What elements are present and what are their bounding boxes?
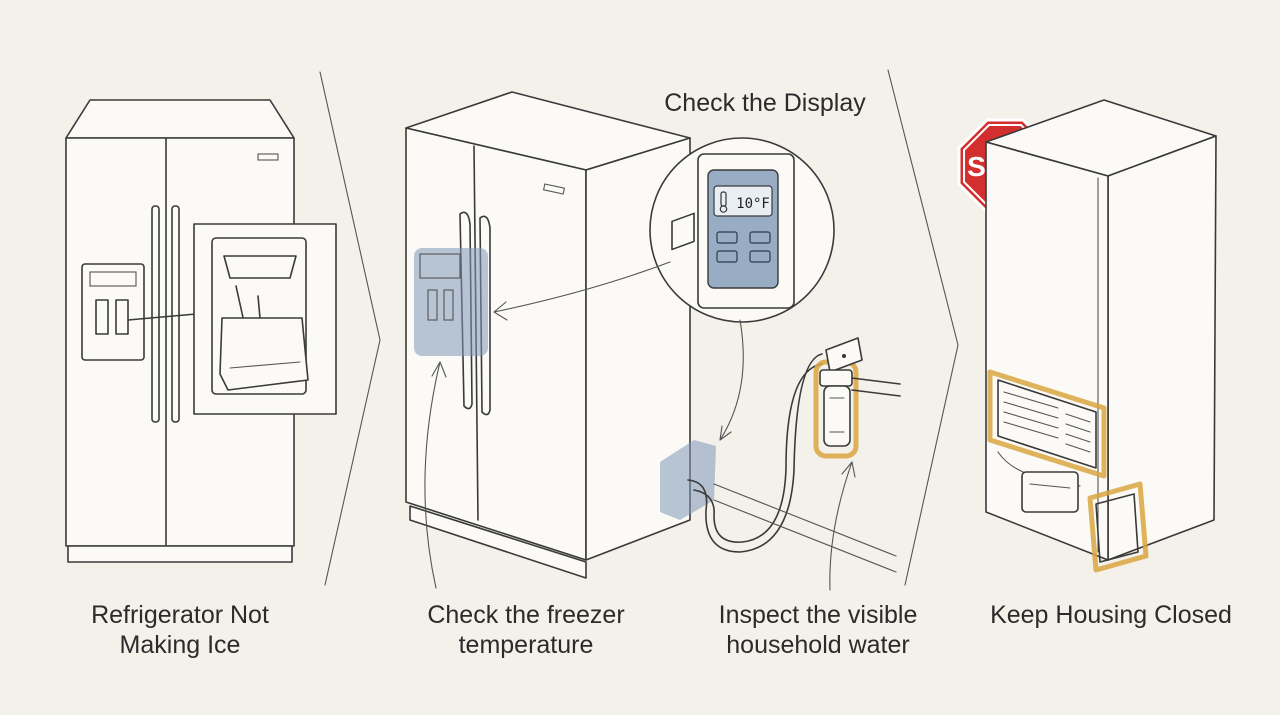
caption-line-2: household water [726, 631, 910, 659]
thermometer-icon [719, 191, 728, 213]
display-temperature: 10°F [736, 196, 770, 212]
ice-maker-icon [193, 223, 337, 415]
caption-refrigerator-not-making-ice: Refrigerator Not Making Ice [60, 600, 300, 660]
callout-title: Check the Display [664, 89, 866, 117]
refrigerator-front-icon [65, 99, 295, 563]
dispenser-outline [419, 253, 461, 321]
caption-inspect-water: Inspect the visible household water [698, 600, 938, 660]
refrigerator-rear-icon [985, 99, 1217, 561]
caption-keep-housing-closed: Keep Housing Closed [976, 600, 1246, 630]
caption-line-2: Making Ice [119, 631, 241, 659]
compressor-cover [1087, 481, 1149, 573]
rear-access-panel [987, 369, 1107, 479]
caption-check-freezer-temperature: Check the freezer temperature [396, 600, 656, 660]
caption-line-1: Refrigerator Not [91, 601, 269, 629]
callout-arrows [424, 261, 856, 591]
refrigerator-angled-icon [405, 91, 691, 579]
caption-line-1: Check the freezer [427, 601, 625, 629]
display-callout: 10°F [649, 137, 835, 323]
panel-separators [319, 69, 959, 586]
water-line [660, 212, 897, 573]
caption-line-1: Inspect the visible [718, 601, 918, 629]
dispenser-highlight [414, 248, 488, 356]
caption-line-2: temperature [458, 631, 594, 659]
caption-line-1: Keep Housing Closed [990, 601, 1232, 629]
water-filter-icon [813, 337, 901, 459]
